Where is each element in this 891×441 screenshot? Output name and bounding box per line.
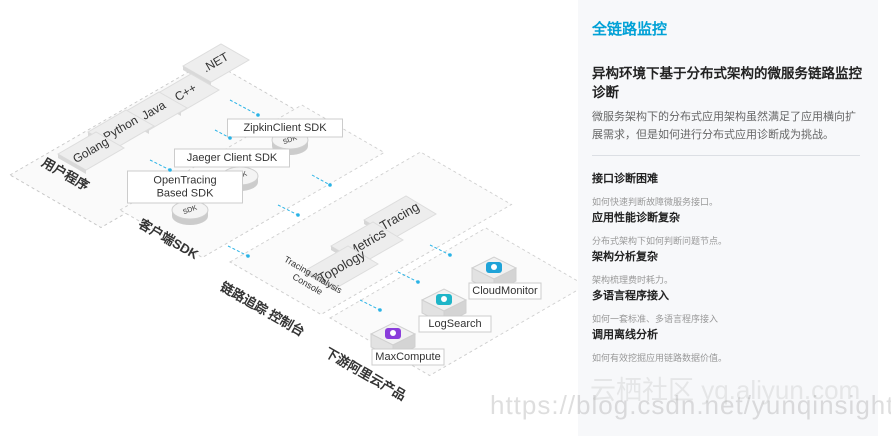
panel-title: 全链路监控 xyxy=(592,21,668,38)
console-slab-side xyxy=(306,270,336,292)
flow-arrow xyxy=(229,99,259,116)
flow-arrow-head xyxy=(328,183,332,187)
flow-arrow-head xyxy=(448,253,452,257)
sdk-label-text: Jaeger Client SDK xyxy=(187,152,278,164)
console-block xyxy=(305,245,379,292)
feature-desc: 分布式架构下如何判断问题节点。 xyxy=(592,236,728,246)
divider xyxy=(592,155,860,156)
flow-arrow-head xyxy=(228,136,232,140)
feature-title: 接口诊断困难 xyxy=(592,173,658,185)
language-block xyxy=(56,131,126,174)
sdk-label-box xyxy=(127,170,243,204)
flow-arrow xyxy=(311,174,331,186)
feature-desc: 如何一套标准、多语言程序接入 xyxy=(592,314,719,324)
product-label-box xyxy=(468,282,542,300)
sdk-disk xyxy=(171,200,209,225)
diagram-svg: .NETC++JavaPythonGolang用户程序SDKZipkinClie… xyxy=(9,43,587,403)
layer-user-plate xyxy=(9,59,302,229)
product-label: MaxCompute xyxy=(375,351,440,363)
flow-arrow-head xyxy=(256,113,260,117)
sdk-label: ZipkinClient SDK xyxy=(243,122,327,134)
flow-arrow-head xyxy=(416,280,420,284)
flow-arrow xyxy=(359,299,381,311)
product-label-text: MaxCompute xyxy=(375,351,440,363)
sdk-disk-label-text: SDK xyxy=(182,204,198,216)
feature-desc: 如何有效挖掘应用链路数据价值。 xyxy=(592,353,728,363)
info-panel xyxy=(578,0,878,436)
feature-title: 架构分析复杂 xyxy=(592,251,658,263)
sdk-label: Jaeger Client SDK xyxy=(187,152,278,164)
feature-item: 架构分析复杂 架构梳理费时耗力。 xyxy=(592,248,862,286)
flow-arrow-head xyxy=(246,254,250,258)
feature-item: 调用离线分析 如何有效挖掘应用链路数据价值。 xyxy=(592,326,862,364)
sdk-label-text: OpenTracing xyxy=(153,174,216,186)
sdk-disk-label: SDK xyxy=(282,134,298,146)
sdk-label-text: Based SDK xyxy=(157,187,215,199)
feature-item: 接口诊断困难 如何快速判断故障微服务接口。 xyxy=(592,170,862,208)
flow-arrow xyxy=(429,244,451,256)
cloudmonitor-icon-dot xyxy=(491,264,497,270)
feature-title: 调用离线分析 xyxy=(592,329,658,341)
flow-arrow xyxy=(149,159,171,171)
flow-arrow xyxy=(227,245,249,257)
flow-arrow-head xyxy=(296,213,300,217)
sdk-label-text: ZipkinClient SDK xyxy=(243,122,327,134)
flow-arrow xyxy=(214,129,231,139)
feature-title: 多语言程序接入 xyxy=(592,290,669,302)
feature-title: 应用性能诊断复杂 xyxy=(592,212,680,224)
product-label-box xyxy=(371,348,445,366)
feature-item: 多语言程序接入 如何一套标准、多语言程序接入 xyxy=(592,287,862,325)
product-label-text: CloudMonitor xyxy=(472,285,538,297)
watermark-logo: 云栖社区 yq.aliyun.com xyxy=(590,375,861,405)
feature-desc: 架构梳理费时耗力。 xyxy=(592,275,674,285)
sdk-disk-label-text: SDK xyxy=(282,134,298,146)
panel-description: 微服务架构下的分布式应用架构虽然满足了应用横向扩展需求，但是如何进行分布式应用诊… xyxy=(592,111,856,141)
sdk-label-box xyxy=(227,118,343,138)
maxcompute-icon-dot xyxy=(390,330,396,336)
product-label: LogSearch xyxy=(428,318,481,330)
panel-heading: 异构环境下基于分布式架构的微服务链路监控诊断 xyxy=(592,66,862,100)
flow-arrow-head xyxy=(168,168,172,172)
logsearch-icon-dot xyxy=(441,296,447,302)
flow-arrow xyxy=(397,271,419,283)
product-label-text: LogSearch xyxy=(428,318,481,330)
product-label: CloudMonitor xyxy=(472,285,538,297)
sdk-disk-label: SDK xyxy=(182,204,198,216)
product-label-box xyxy=(418,315,492,333)
feature-desc: 如何快速判断故障微服务接口。 xyxy=(592,197,719,207)
feature-item: 应用性能诊断复杂 分布式架构下如何判断问题节点。 xyxy=(592,209,862,247)
sdk-label-box xyxy=(174,148,290,168)
flow-arrow xyxy=(277,204,299,216)
language-slab-side xyxy=(58,154,86,174)
watermark: https://blog.csdn.net/yunqinsight xyxy=(490,390,891,420)
language-slab xyxy=(181,43,251,83)
flow-arrow-head xyxy=(378,308,382,312)
